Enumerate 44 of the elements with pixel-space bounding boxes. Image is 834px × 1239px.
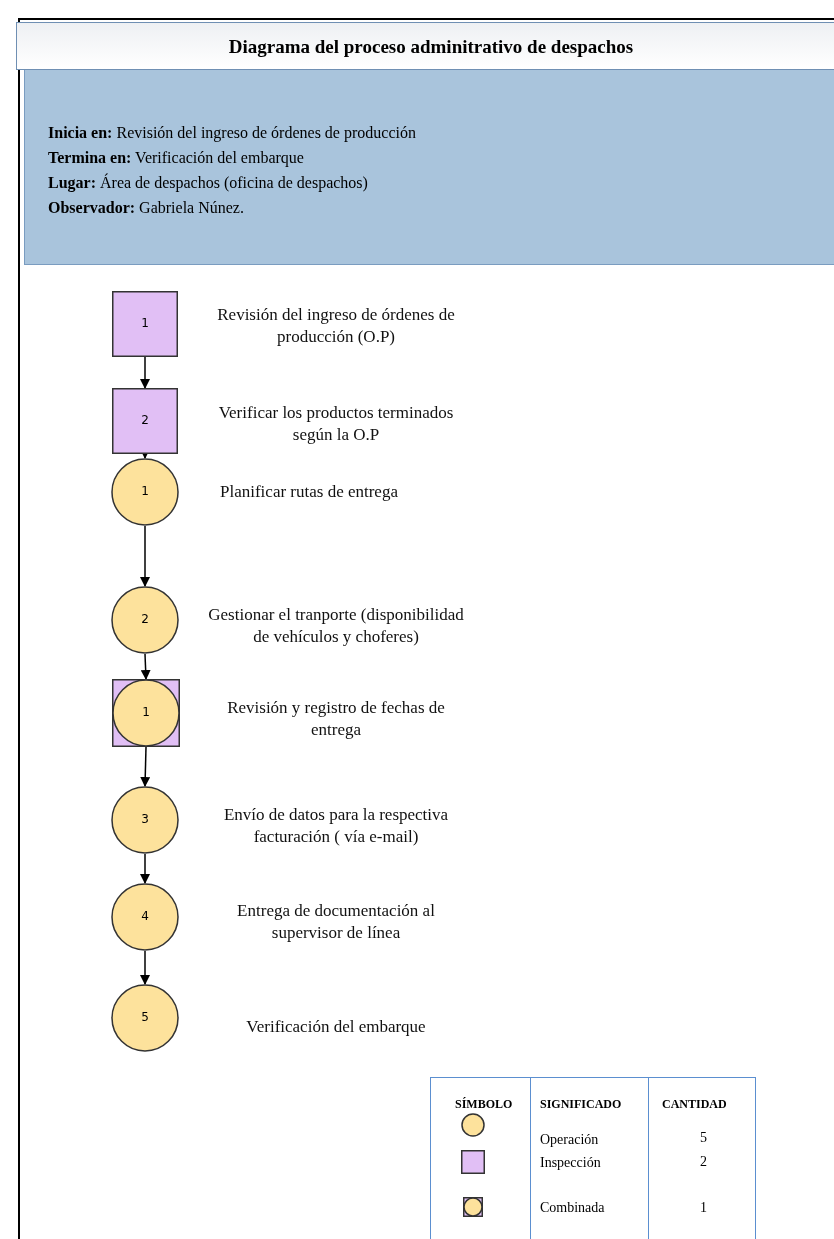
column-header: SÍMBOLO — [455, 1097, 513, 1112]
count-value: 5 — [700, 1130, 707, 1146]
legend-text: Inspección — [540, 1155, 601, 1171]
step-description: Planificar rutas de entrega — [219, 481, 399, 503]
legend-text: Operación — [540, 1132, 599, 1148]
operation-circle — [111, 458, 179, 526]
step-description: Revisión del ingreso de órdenes de producción (O.P) — [216, 304, 456, 348]
step-description: Entrega de documentación al supervisor de línea — [236, 900, 436, 944]
operation-circle — [111, 786, 179, 854]
step-number: 1 — [140, 316, 150, 330]
info-line: Inicia en: Revisión del ingreso de órdenes de producción — [48, 123, 416, 143]
arrow — [140, 525, 150, 587]
arrow — [140, 653, 151, 680]
legend-text: Combinada — [540, 1200, 605, 1216]
step-description: Envío de datos para la respectiva facturación ( vía e-mail) — [222, 804, 450, 848]
arrow — [140, 746, 151, 787]
column-header: SIGNIFICADO — [540, 1097, 622, 1112]
step-number: 4 — [140, 909, 150, 923]
step-description: Gestionar el tranporte (disponibilidad de vehículos y choferes) — [207, 604, 465, 648]
step-description: Verificar los productos terminados según la O.P — [217, 402, 455, 446]
step-description: Revisión y registro de fechas de entrega — [226, 697, 446, 741]
inspection-square — [112, 291, 178, 357]
count-value: 2 — [700, 1154, 707, 1170]
step-number: 1 — [140, 484, 150, 498]
info-line: Termina en: Verificación del embarque — [48, 148, 304, 168]
step-number: 3 — [140, 812, 150, 826]
operation-circle — [111, 883, 179, 951]
combined-symbol — [112, 679, 180, 747]
operation-circle — [111, 984, 179, 1052]
arrow — [140, 853, 150, 884]
info-line: Observador: Gabriela Núnez. — [48, 198, 244, 218]
count-value: 1 — [700, 1200, 707, 1216]
operation-circle — [111, 586, 179, 654]
inspection-square — [112, 388, 178, 454]
step-number: 5 — [140, 1010, 150, 1024]
column-header: CANTIDAD — [662, 1097, 727, 1112]
step-number: 2 — [140, 413, 150, 427]
diagram-title: Diagrama del proceso adminitrativo de despachos — [16, 22, 834, 70]
step-number: 1 — [141, 705, 151, 719]
arrow — [140, 356, 150, 389]
step-description: Verificación del embarque — [245, 1016, 427, 1038]
step-number: 2 — [140, 612, 150, 626]
arrow — [140, 950, 150, 985]
info-line: Lugar: Área de despachos (oficina de despachos) — [48, 173, 368, 193]
